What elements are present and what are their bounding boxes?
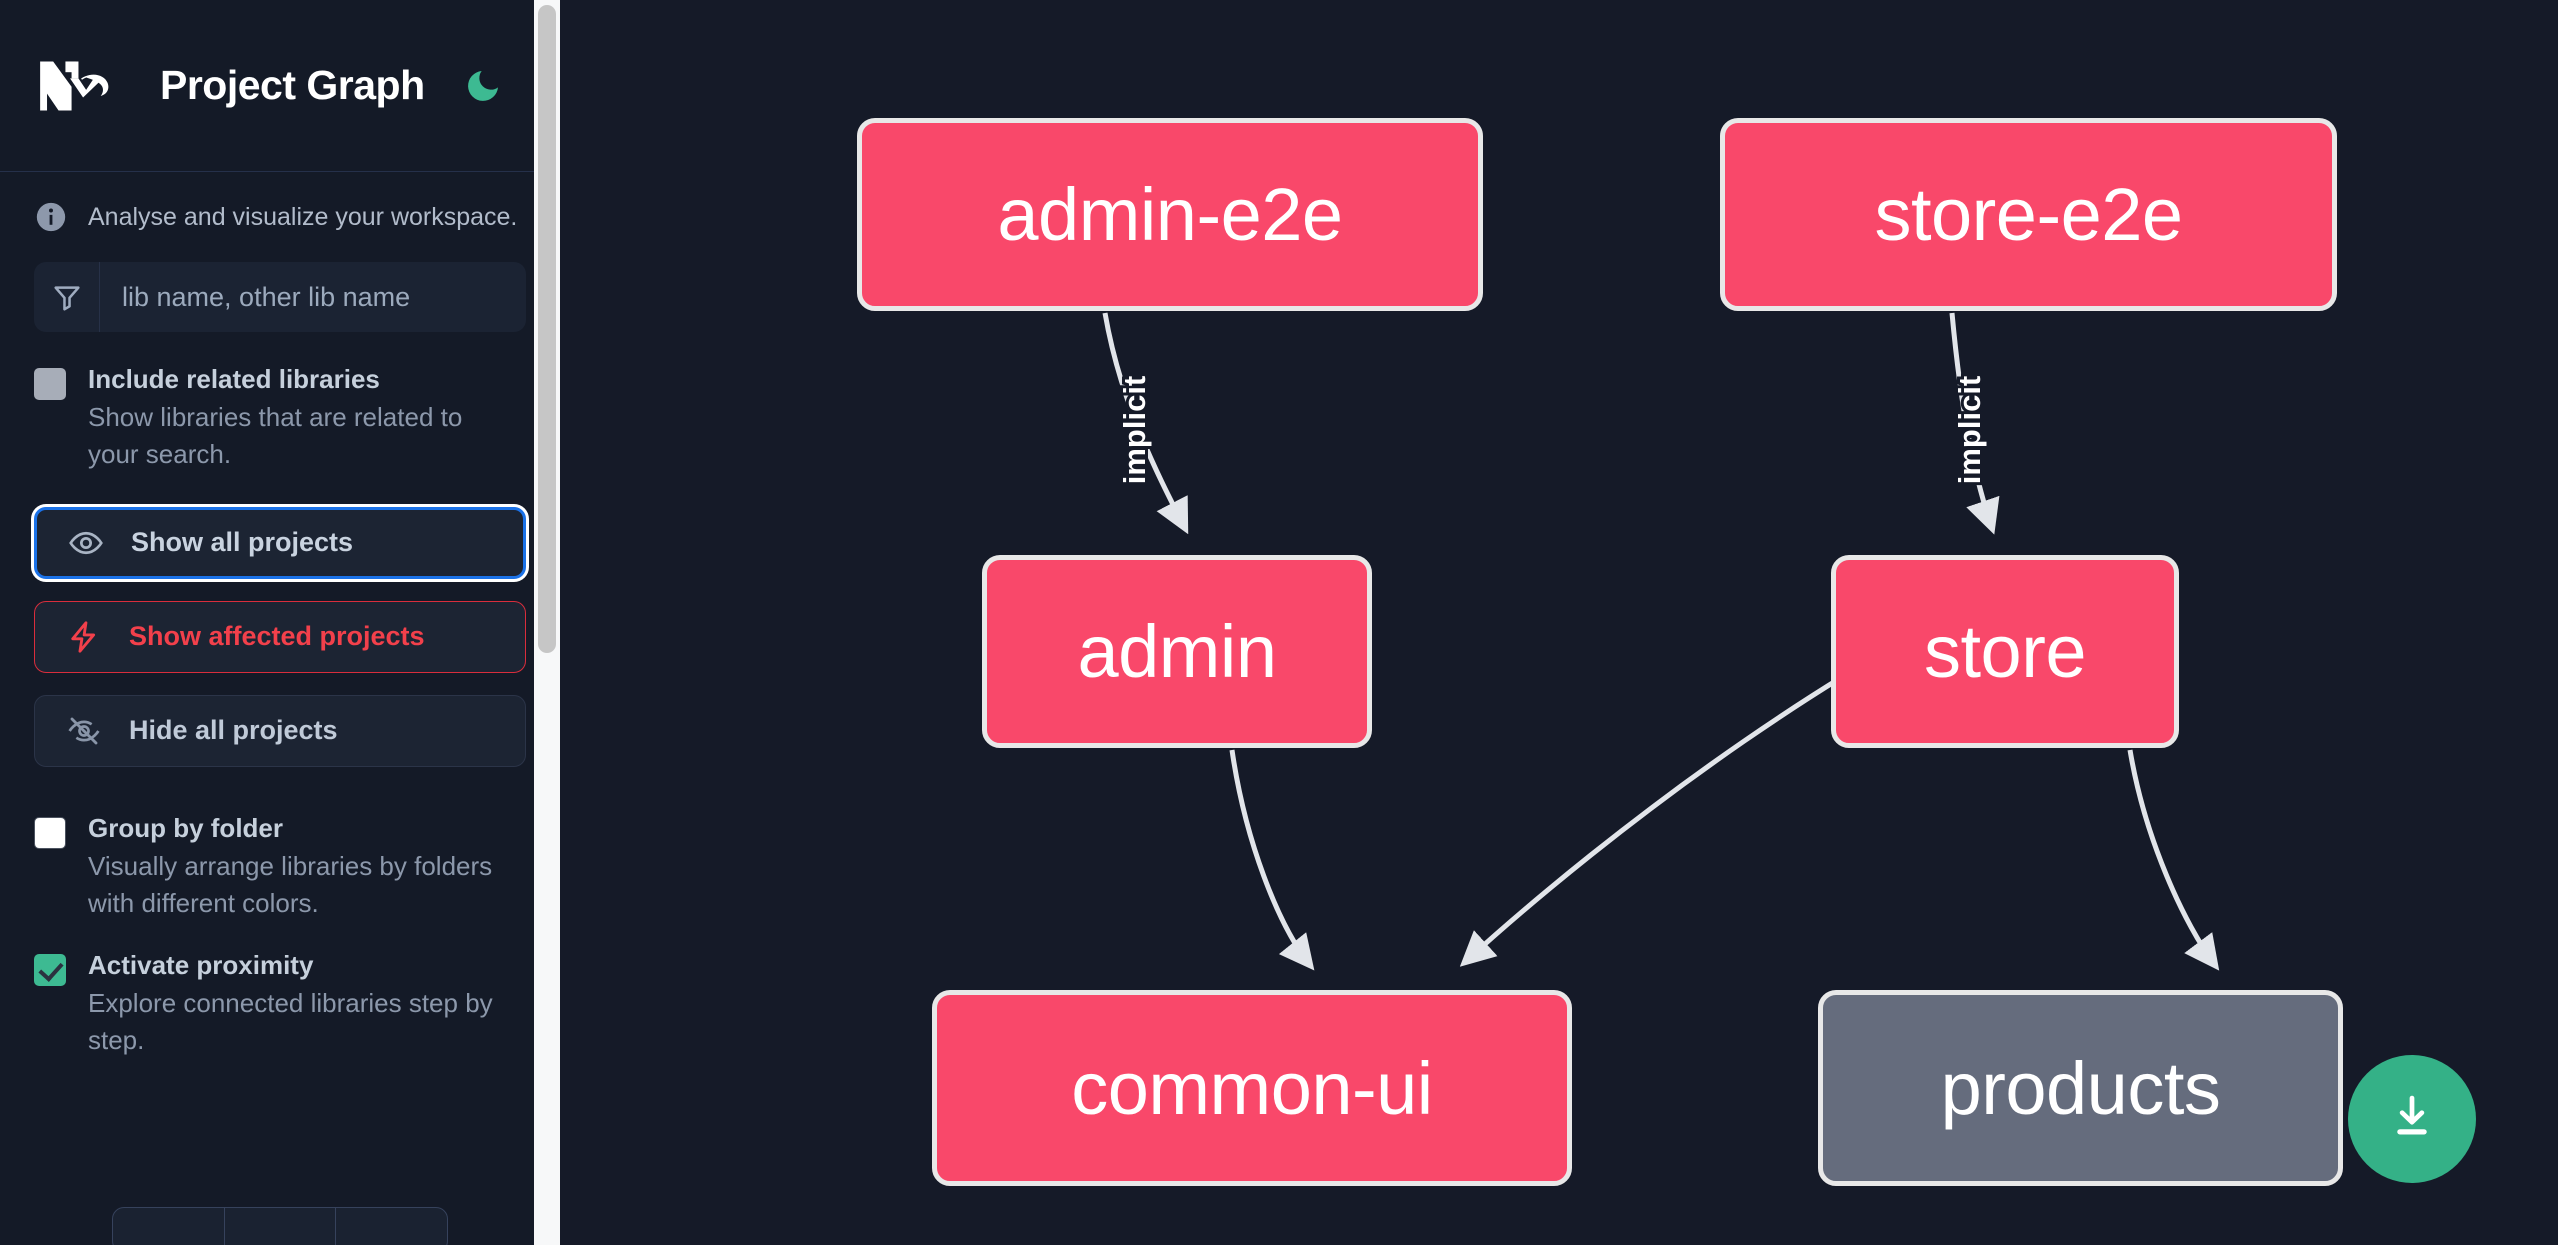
graph-node-label: admin <box>1077 610 1277 693</box>
graph-node-products[interactable]: products <box>1818 990 2343 1186</box>
edge-admin-e2e-to-admin <box>1102 312 1189 535</box>
workspace-note: Analyse and visualize your workspace. <box>0 172 560 256</box>
search-section <box>0 256 560 332</box>
sidebar: Project Graph Analyse and visualize your… <box>0 0 560 1245</box>
eye-off-icon <box>65 712 103 750</box>
lightning-bolt-icon <box>65 618 103 656</box>
activate-proximity-label: Activate proximity <box>88 949 314 980</box>
include-related-libraries-checkbox[interactable] <box>34 368 66 400</box>
graph-node-label: store <box>1923 610 2087 693</box>
graph-node-label: common-ui <box>1071 1046 1433 1130</box>
graph-node-label: store-e2e <box>1874 173 2183 256</box>
option-activate-proximity[interactable]: Activate proximity Explore connected lib… <box>0 922 560 1059</box>
show-affected-projects-button[interactable]: Show affected projects <box>34 600 526 673</box>
edge-labels: implicit implicit <box>1114 373 1990 488</box>
activate-proximity-checkbox[interactable] <box>34 953 66 986</box>
graph-node-store-e2e[interactable]: store-e2e <box>1720 118 2337 311</box>
graph-node-label: products <box>1940 1046 2221 1130</box>
include-related-libraries-label: Include related libraries <box>88 364 380 394</box>
hide-all-projects-label: Hide all projects <box>129 715 338 746</box>
page-title: Project Graph <box>160 62 425 108</box>
eye-icon <box>67 524 105 562</box>
moon-icon[interactable] <box>459 62 507 110</box>
graph-node-common-ui[interactable]: common-ui <box>932 990 1572 1186</box>
graph-node-store[interactable]: store <box>1831 555 2179 748</box>
sidebar-scrollbar-track[interactable] <box>534 0 560 1245</box>
download-image-button[interactable] <box>2348 1055 2476 1183</box>
activate-proximity-description: Explore connected libraries step by step… <box>88 987 493 1055</box>
show-all-projects-label: Show all projects <box>131 527 354 558</box>
edge-store-e2e-to-store <box>1949 312 2000 535</box>
sidebar-scrollbar-thumb[interactable] <box>538 5 556 653</box>
segment-1[interactable] <box>113 1208 225 1245</box>
edge-label-implicit-admin: implicit <box>1117 376 1152 485</box>
info-icon <box>34 200 68 234</box>
graph-canvas[interactable]: implicit implicit admin-e2e store-e2e ad… <box>560 0 2558 1245</box>
nx-logo-icon <box>34 55 126 117</box>
segment-2[interactable] <box>225 1208 337 1245</box>
project-action-buttons: Show all projects Show affected projects <box>0 473 560 767</box>
show-all-projects-button[interactable]: Show all projects <box>34 506 526 579</box>
graph-node-label: admin-e2e <box>997 173 1343 256</box>
group-by-folder-description: Visually arrange libraries by folders wi… <box>88 851 493 918</box>
download-icon <box>2385 1090 2439 1149</box>
sidebar-header: Project Graph <box>0 0 560 172</box>
workspace-note-text: Analyse and visualize your workspace. <box>88 202 518 231</box>
segmented-control-partial[interactable] <box>112 1207 448 1245</box>
graph-node-admin[interactable]: admin <box>982 555 1372 748</box>
search-box[interactable] <box>34 262 526 332</box>
segment-3[interactable] <box>336 1208 447 1245</box>
option-group-by-folder[interactable]: Group by folder Visually arrange librari… <box>0 767 560 922</box>
hide-all-projects-button[interactable]: Hide all projects <box>34 694 526 767</box>
edge-admin-to-common-ui <box>1229 749 1315 971</box>
group-by-folder-label: Group by folder <box>88 812 283 843</box>
group-by-folder-checkbox[interactable] <box>34 816 66 849</box>
search-input[interactable] <box>100 262 526 332</box>
option-include-related-libraries[interactable]: Include related libraries Show libraries… <box>0 332 560 473</box>
edge-label-implicit-store: implicit <box>1952 376 1987 485</box>
graph-node-admin-e2e[interactable]: admin-e2e <box>857 118 1483 311</box>
filter-funnel-icon[interactable] <box>34 262 100 332</box>
include-related-libraries-description: Show libraries that are related to your … <box>88 402 463 469</box>
show-affected-projects-label: Show affected projects <box>129 621 425 652</box>
edge-store-to-products <box>2127 749 2220 971</box>
